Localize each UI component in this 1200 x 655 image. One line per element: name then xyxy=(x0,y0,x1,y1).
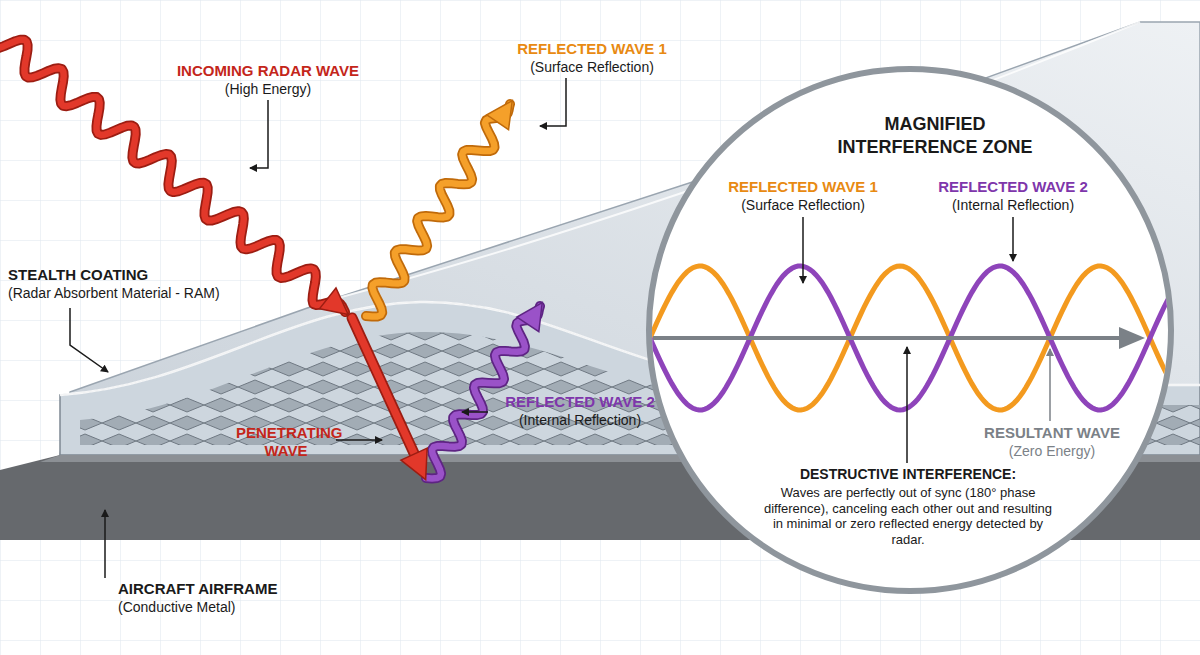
callout-label: DESTRUCTIVE INTERFERENCE: xyxy=(783,466,1033,483)
callout-label: RESULTANT WAVE xyxy=(967,424,1137,442)
callout-label: REFLECTED WAVE 2 xyxy=(485,393,675,411)
callout-label: (High Energy) xyxy=(168,81,368,98)
callout-label: REFLECTED WAVE 1 xyxy=(482,40,702,58)
callout-label: (Conductive Metal) xyxy=(118,599,318,616)
resultant-axis xyxy=(653,336,1125,340)
internal-reflection-sine xyxy=(645,266,1173,410)
callout-label: INCOMING RADAR WAVE xyxy=(138,62,398,80)
surface-reflection-sine xyxy=(645,266,1173,410)
callout-label: PENETRATING WAVE xyxy=(236,424,336,460)
callout-label: Waves are perfectly out of sync (180° ph… xyxy=(758,485,1058,547)
callout-label: (Internal Reflection) xyxy=(913,197,1113,214)
callout-label: (Internal Reflection) xyxy=(485,412,675,429)
reflected-wave-1 xyxy=(366,101,512,317)
callout-label: REFLECTED WAVE 2 xyxy=(913,178,1113,196)
callout-label: (Surface Reflection) xyxy=(703,197,903,214)
callout-label: (Surface Reflection) xyxy=(482,59,702,76)
callout-label: (Radar Absorbent Material - RAM) xyxy=(8,285,258,302)
callout-label: AIRCRAFT AIRFRAME xyxy=(118,580,318,598)
callout-label: REFLECTED WAVE 1 xyxy=(703,178,903,196)
callout-label: STEALTH COATING xyxy=(8,266,178,284)
zone-heading: MAGNIFIED INTERFERENCE ZONE xyxy=(820,113,1050,160)
leader-lines xyxy=(70,78,566,578)
callout-label: (Zero Energy) xyxy=(967,443,1137,460)
reflected-wave-2 xyxy=(426,303,542,479)
penetrating-wave xyxy=(352,318,427,480)
